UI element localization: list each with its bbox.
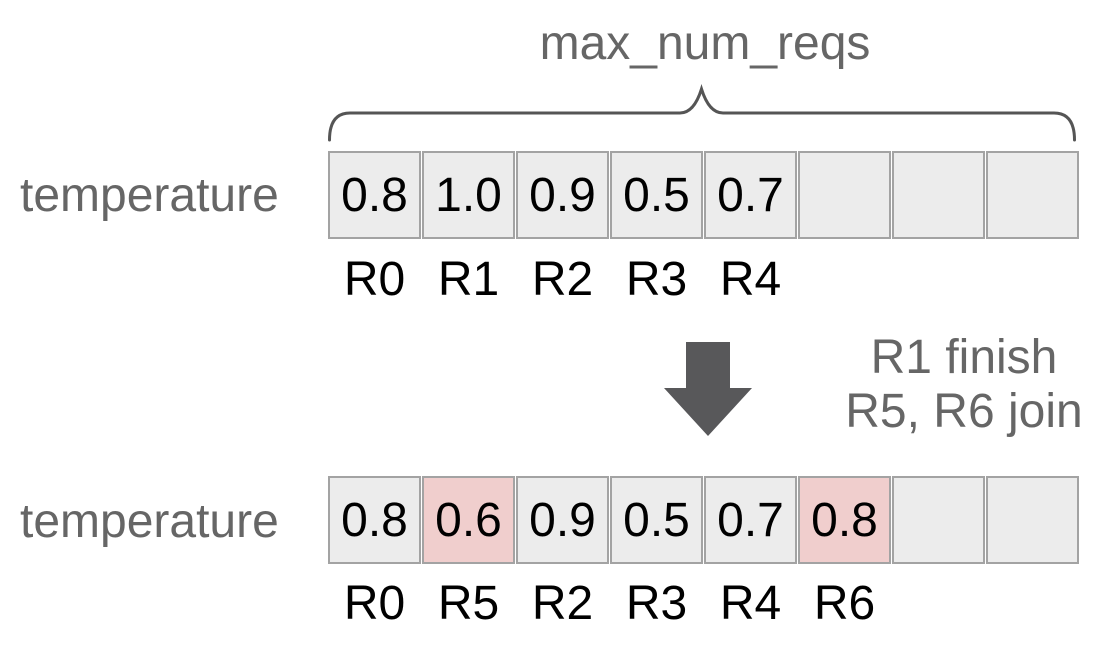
down-arrow-icon (664, 342, 752, 436)
array-cell: 0.9 (516, 151, 609, 239)
request-label: R3 (625, 253, 688, 306)
array-cell: 0.7 (704, 476, 797, 564)
request-label (892, 252, 985, 307)
request-label (892, 576, 985, 631)
request-label: R4 (719, 253, 782, 306)
array-cell (892, 476, 985, 564)
request-label (986, 252, 1079, 307)
array-cell (798, 151, 891, 239)
temperature-array-after: 0.8 0.6 0.9 0.5 0.7 0.8 (328, 476, 1079, 564)
request-label: R5 (437, 577, 500, 630)
array-cell: 0.5 (610, 476, 703, 564)
transition-note: R1 finish R5, R6 join (840, 331, 1088, 439)
transition-note-line-1: R1 finish (870, 331, 1058, 384)
request-labels-before: R0 R1 R2 R3 R4 (328, 252, 1079, 307)
transition-note-line-2: R5, R6 join (845, 385, 1083, 438)
array-cell: 0.8 (328, 151, 421, 239)
array-cell: 0.9 (516, 476, 609, 564)
array-cell (892, 151, 985, 239)
request-label: R4 (719, 577, 782, 630)
array-cell: 0.5 (610, 151, 703, 239)
row-label-after: temperature (20, 495, 279, 548)
temperature-array-before: 0.8 1.0 0.9 0.5 0.7 (328, 151, 1079, 239)
request-label: R0 (343, 253, 406, 306)
request-label (986, 576, 1079, 631)
row-label-before: temperature (20, 169, 279, 222)
request-labels-after: R0 R5 R2 R3 R4 R6 (328, 576, 1079, 631)
array-cell: 0.8 (328, 476, 421, 564)
request-label: R2 (531, 253, 594, 306)
array-cell: 0.8 (798, 476, 891, 564)
array-cell: 0.6 (422, 476, 515, 564)
request-label: R1 (437, 253, 500, 306)
request-label (798, 252, 891, 307)
request-label: R0 (343, 577, 406, 630)
request-label: R3 (625, 577, 688, 630)
request-label: R2 (531, 577, 594, 630)
request-label: R6 (813, 577, 876, 630)
curly-brace-icon (328, 84, 1076, 142)
array-cell: 0.7 (704, 151, 797, 239)
brace-label: max_num_reqs (539, 17, 871, 70)
array-cell (986, 151, 1079, 239)
array-cell (986, 476, 1079, 564)
array-cell: 1.0 (422, 151, 515, 239)
